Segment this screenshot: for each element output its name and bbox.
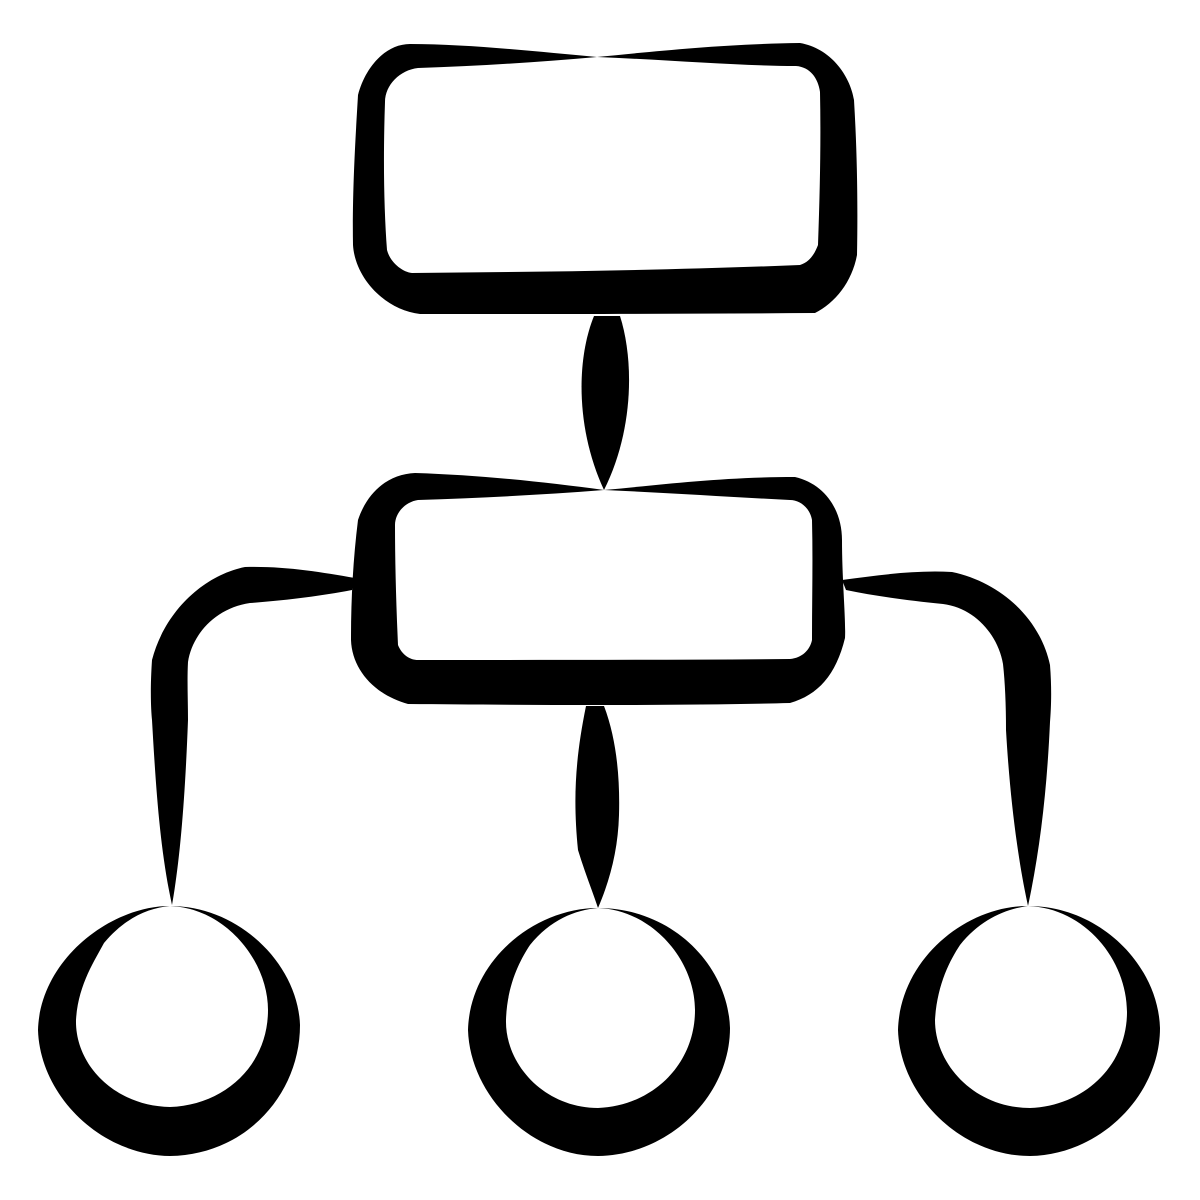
node-right-circle — [898, 906, 1160, 1156]
edge-middle-to-center — [575, 706, 620, 908]
node-top-box — [352, 43, 858, 314]
edge-top-to-middle — [581, 316, 630, 490]
edge-middle-to-left — [150, 566, 355, 905]
node-center-circle — [468, 908, 730, 1156]
node-left-circle — [38, 906, 300, 1156]
node-middle-box — [351, 473, 846, 705]
edge-middle-to-right — [842, 571, 1052, 906]
